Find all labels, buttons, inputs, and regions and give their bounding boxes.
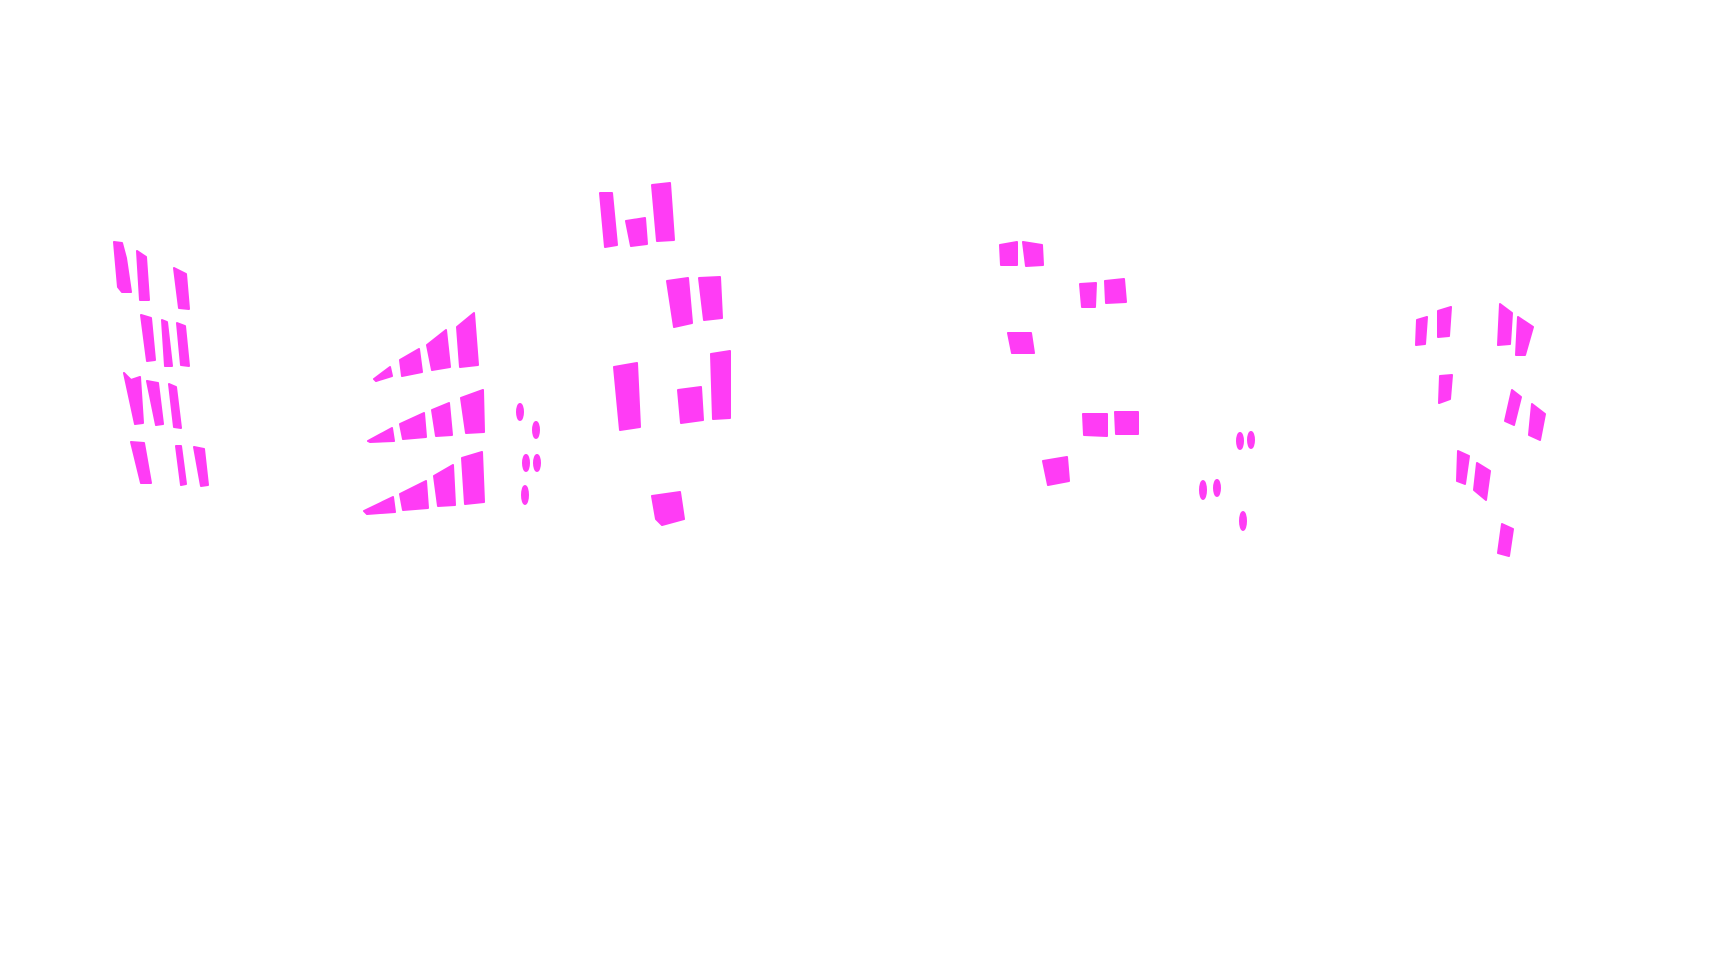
window-shape <box>399 480 429 511</box>
window-shape <box>1236 432 1244 450</box>
window-shape <box>521 485 529 505</box>
window-shape <box>1473 462 1491 501</box>
window-group-dots-right <box>1199 431 1255 531</box>
window-shape <box>666 277 693 328</box>
window-shape <box>651 491 685 526</box>
window-group-right <box>1415 303 1546 557</box>
window-shape <box>651 182 675 242</box>
window-shape <box>175 445 187 486</box>
window-shape <box>1022 241 1044 267</box>
window-shape <box>1239 511 1247 531</box>
window-shape <box>367 427 395 443</box>
window-shape <box>431 402 453 437</box>
window-shape <box>176 322 190 367</box>
window-shape <box>363 496 396 515</box>
window-shape <box>173 267 190 310</box>
window-shape <box>193 446 209 487</box>
window-shape <box>1042 456 1070 486</box>
window-shape <box>113 241 132 293</box>
window-shape <box>399 412 427 440</box>
window-shape <box>136 250 150 301</box>
window-group-far-left <box>113 241 209 487</box>
window-shape <box>456 312 479 368</box>
window-shape <box>533 454 541 472</box>
window-shape <box>461 451 485 505</box>
window-shape <box>677 386 704 424</box>
window-shape <box>140 314 156 362</box>
window-shape <box>698 276 723 321</box>
window-shape <box>168 383 182 429</box>
window-shape <box>146 380 164 426</box>
window-group-tall <box>599 182 731 526</box>
window-shape <box>999 241 1018 266</box>
window-shape <box>1437 306 1452 338</box>
window-shape <box>613 362 641 431</box>
window-shape <box>1415 316 1428 346</box>
window-shape <box>1079 282 1097 308</box>
window-shape <box>1504 389 1522 426</box>
window-shape <box>161 319 173 367</box>
window-shape <box>1456 450 1470 485</box>
window-shape <box>373 366 393 382</box>
window-shape <box>426 329 451 371</box>
window-shape <box>1007 332 1035 354</box>
window-shape <box>516 403 524 421</box>
window-group-center <box>999 241 1139 486</box>
window-group-fan <box>363 312 485 515</box>
window-shape <box>433 464 456 507</box>
window-shape <box>599 192 618 248</box>
window-shape <box>710 350 731 420</box>
window-shape <box>1104 278 1127 304</box>
window-shape <box>130 441 152 484</box>
window-shape <box>1213 479 1221 497</box>
window-shape <box>1247 431 1255 449</box>
window-shape <box>1497 523 1514 557</box>
window-shape <box>1438 374 1453 404</box>
window-shape <box>460 389 485 434</box>
window-shape <box>1497 303 1513 346</box>
window-shape <box>1114 411 1139 435</box>
window-shape <box>532 421 540 439</box>
window-shape <box>1515 316 1534 356</box>
window-shape <box>522 454 530 472</box>
window-shape <box>1082 413 1108 437</box>
window-shape <box>1199 480 1207 500</box>
window-shape <box>625 217 648 247</box>
window-shape <box>123 372 144 425</box>
window-group-dots-left <box>516 403 541 505</box>
window-shape <box>1528 403 1546 441</box>
window-shape <box>399 348 423 377</box>
